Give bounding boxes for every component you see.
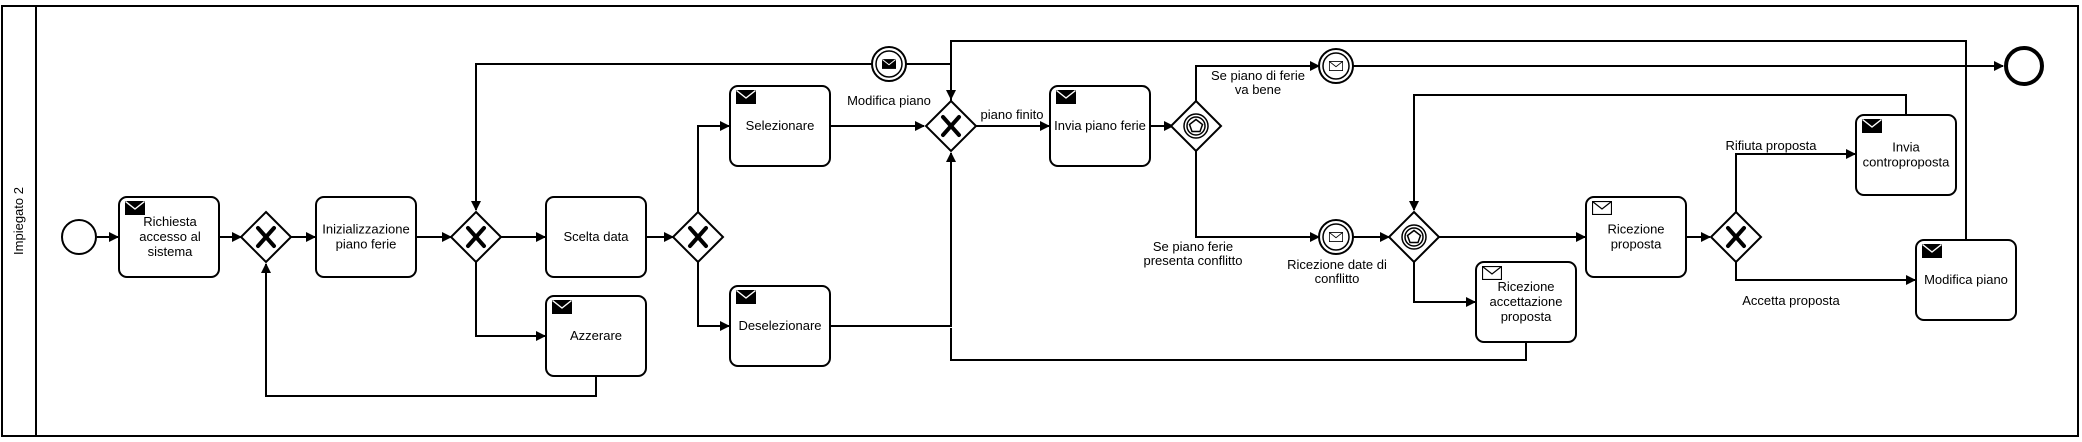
event-modifica-piano-throw [871, 46, 907, 82]
envelope-filled-icon [552, 300, 572, 314]
envelope-outline-icon [1482, 266, 1502, 280]
flow-gw3-to-deselezionare [697, 262, 730, 331]
gateway-exclusive-4 [924, 99, 978, 153]
task-label: Scelta data [563, 229, 629, 244]
pentagon-gateway-icon [1406, 229, 1422, 244]
task-deselezionare: Deselezionare [729, 285, 831, 367]
envelope-filled-icon [882, 59, 896, 69]
envelope-filled-icon [1056, 90, 1076, 104]
task-modifica-piano: Modifica piano [1915, 239, 2017, 321]
task-scelta-data: Scelta data [545, 196, 647, 278]
gateway-exclusive-2 [449, 210, 503, 264]
task-label: Invia piano ferie [1054, 118, 1146, 133]
flow-gw6-to-modifica-task [1735, 262, 1916, 285]
flow-gw6-to-controproposta [1735, 149, 1856, 212]
flow-gw2-to-azzerare [475, 262, 546, 341]
envelope-filled-icon [736, 290, 756, 304]
envelope-filled-icon [1922, 244, 1942, 258]
pentagon-gateway-icon [1188, 118, 1204, 133]
x-gateway-icon [688, 226, 708, 248]
event-va-bene-catch [1318, 48, 1354, 84]
flow-egw1-to-ricezione-date [1195, 151, 1320, 242]
flow-azzerare-to-gw1 [261, 263, 597, 397]
envelope-outline-icon [1329, 232, 1343, 242]
task-selezionare: Selezionare [729, 85, 831, 167]
task-label: Deselezionare [738, 318, 821, 333]
start-event [61, 219, 97, 255]
gateway-exclusive-1 [239, 210, 293, 264]
gateway-event-based-1 [1169, 99, 1223, 153]
flow-ricezione-accettazione-to-gw4 [950, 328, 1527, 361]
end-event [2004, 46, 2044, 86]
flow-gw3-to-selezionare [697, 121, 730, 212]
label-rifiuta: Rifiuta proposta [1725, 138, 1817, 153]
label-modifica-piano: Modifica piano [847, 93, 931, 108]
envelope-filled-icon [736, 90, 756, 104]
event-ricezione-date-catch [1318, 219, 1354, 255]
label-accetta: Accetta proposta [1742, 293, 1840, 308]
gateway-event-based-2 [1387, 210, 1441, 264]
flow-modifica-task-to-gw4 [946, 40, 1967, 240]
lane-label: Impiegato 2 [11, 187, 26, 255]
task-label: Azzerare [570, 328, 622, 343]
flow-deselezionare-to-gw4 [830, 152, 956, 327]
gateway-exclusive-6 [1709, 210, 1763, 264]
task-label: Modifica piano [1924, 272, 2008, 287]
sequence-flows [97, 40, 2004, 397]
x-gateway-icon [466, 226, 486, 248]
flow-modifica-event-to-gw2 [471, 63, 872, 211]
label-piano-finito: piano finito [981, 107, 1044, 122]
flow-egw2-to-ricezione-accettazione [1413, 262, 1476, 307]
x-gateway-icon [1726, 226, 1746, 248]
task-label: Selezionare [746, 118, 815, 133]
task-invia-piano-ferie: Invia piano ferie [1049, 85, 1151, 167]
gateway-exclusive-3 [671, 210, 725, 264]
envelope-filled-icon [1862, 119, 1882, 133]
envelope-outline-icon [1592, 201, 1612, 215]
x-gateway-icon [941, 115, 961, 137]
pool: Impiegato 2 [1, 5, 2079, 437]
envelope-outline-icon [1329, 61, 1343, 71]
envelope-filled-icon [125, 201, 145, 215]
flow-controproposta-to-egw2 [1409, 94, 1907, 211]
flow-egw1-to-vabene [1195, 61, 1320, 101]
task-azzerare: Azzerare [545, 295, 647, 377]
x-gateway-icon [256, 226, 276, 248]
